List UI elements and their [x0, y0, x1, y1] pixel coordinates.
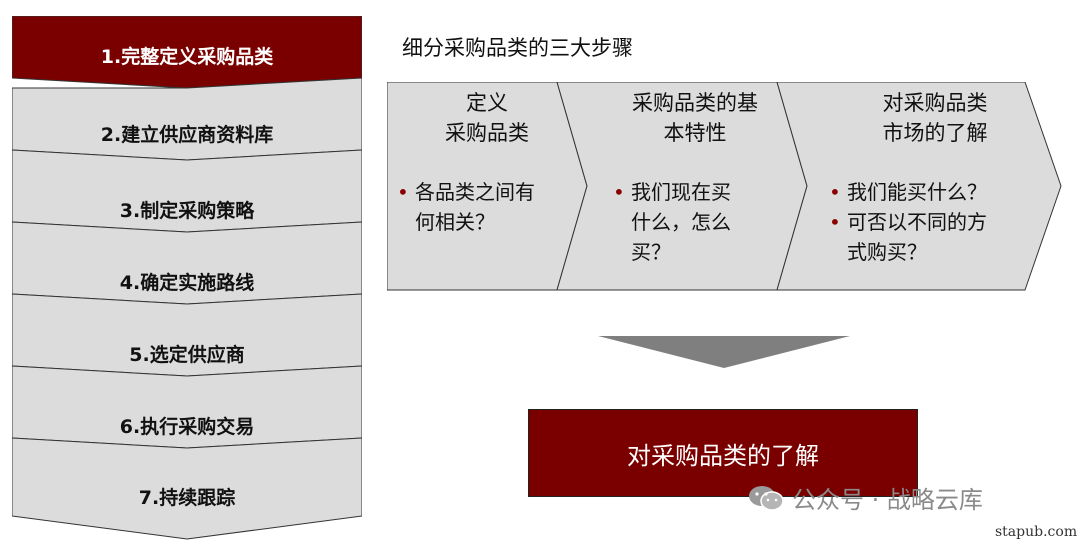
step-5-shape [12, 293, 362, 377]
step-7-label: 7.持续跟踪 [138, 487, 236, 509]
down-arrow-icon [598, 336, 850, 368]
step-3-label: 3.制定采购策略 [119, 200, 255, 222]
site-label: stapub.com [995, 524, 1078, 540]
step-3-shape [12, 149, 362, 233]
watermark-text: 公众号 · 战略云库 [792, 486, 983, 514]
bullet-item: 我们能买什么？ [829, 177, 1044, 207]
diagram-heading: 细分采购品类的三大步骤 [402, 36, 633, 60]
step-4-shape [12, 221, 362, 305]
section-2-title: 采购品类的基 本特性 [632, 91, 758, 145]
step-5-label: 5.选定供应商 [129, 344, 245, 366]
section-3-title: 对采购品类 市场的了解 [882, 91, 988, 145]
step-chevrons [12, 16, 362, 540]
watermark: 公众号 · 战略云库 [748, 480, 983, 515]
wechat-icon [749, 485, 784, 511]
result-box: 对采购品类的了解 [528, 409, 918, 497]
step-1-label: 1.完整定义采购品类 [100, 46, 274, 68]
step-list: 1.完整定义采购品类 2.建立供应商资料库 3.制定采购策略 4.确定实施路线 … [12, 16, 362, 541]
step-2-shape [12, 77, 362, 161]
section-3-bullets: 我们能买什么？ 可否以不同的方 式购买？ [829, 177, 1044, 267]
step-7-shape [12, 437, 362, 540]
result-label: 对采购品类的了解 [627, 441, 819, 470]
section-1-title: 定义 采购品类 [445, 91, 529, 145]
step-6-shape [12, 365, 362, 449]
section-1-bullets: 各品类之间有 何相关？ [397, 177, 572, 237]
bullet-item: 我们现在买 什么，怎么 买？ [613, 177, 778, 267]
step-4-label: 4.确定实施路线 [119, 272, 255, 294]
step-6-label: 6.执行采购交易 [119, 416, 255, 438]
bullet-item: 可否以不同的方 式购买？ [829, 207, 1044, 267]
section-2-bullets: 我们现在买 什么，怎么 买？ [613, 177, 778, 267]
down-arrow [598, 336, 850, 370]
bullet-item: 各品类之间有 何相关？ [397, 177, 572, 237]
step-2-label: 2.建立供应商资料库 [100, 124, 274, 146]
